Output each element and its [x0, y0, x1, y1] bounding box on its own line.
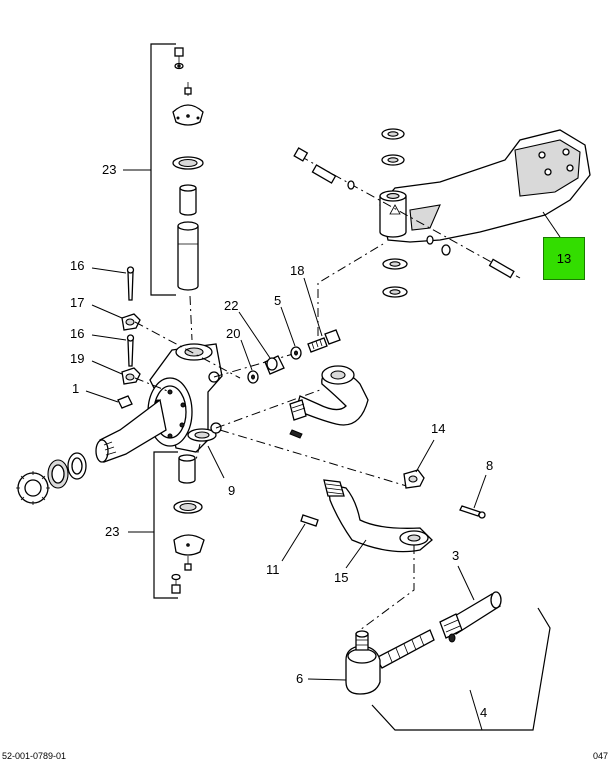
beam-lower-washers [382, 258, 408, 298]
callout-8[interactable]: 8 [486, 458, 493, 473]
tie-rod-end-6 [345, 629, 435, 695]
tie-rod-clamp [439, 613, 463, 643]
leader-5 [280, 306, 296, 347]
upper-grease-cap [172, 82, 204, 126]
dash-beam-link [317, 243, 384, 336]
callout-3[interactable]: 3 [452, 548, 459, 563]
leader-22 [238, 311, 271, 359]
lower-seal [173, 500, 203, 514]
leader-17 [91, 304, 123, 319]
leader-16a [91, 267, 127, 274]
leader-1 [85, 390, 119, 403]
steering-knuckle [147, 343, 223, 453]
callout-13-highlight[interactable]: 13 [543, 237, 585, 280]
axle-beam [379, 129, 591, 243]
callout-1[interactable]: 1 [72, 381, 79, 396]
callout-18[interactable]: 18 [290, 263, 304, 278]
callout-6[interactable]: 6 [296, 671, 303, 686]
pin-1 [117, 395, 133, 409]
spindle-washer [47, 452, 87, 489]
callout-14[interactable]: 14 [431, 421, 445, 436]
callout-16-upper[interactable]: 16 [70, 258, 84, 273]
callout-15[interactable]: 15 [334, 570, 348, 585]
lower-kit-bracket [153, 451, 178, 599]
callout-11[interactable]: 11 [266, 562, 280, 577]
upper-seal [172, 156, 204, 170]
leader-6 [307, 678, 347, 681]
spindle-gear-ring [16, 471, 50, 505]
leader-16b [91, 334, 127, 341]
steering-arm-15 [323, 479, 433, 553]
leader-19 [91, 360, 123, 375]
callout-20[interactable]: 20 [226, 326, 240, 341]
key-upper [289, 429, 303, 439]
callout-19[interactable]: 19 [70, 351, 84, 366]
leader-8 [473, 474, 487, 509]
callout-17[interactable]: 17 [70, 295, 84, 310]
lower-grease-cap [173, 534, 205, 571]
castle-nut-19 [121, 367, 141, 385]
lower-bolt [171, 573, 181, 594]
dash-tierod [359, 545, 415, 631]
castle-nut-17 [121, 313, 141, 331]
callout-13: 13 [556, 251, 572, 266]
callout-5[interactable]: 5 [274, 293, 281, 308]
bolt-18 [307, 329, 341, 353]
callout-9[interactable]: 9 [228, 483, 235, 498]
page-code: 047 [592, 751, 608, 761]
leader-14 [415, 439, 435, 473]
dash-kingpin-bottom [195, 443, 201, 461]
kingpin [177, 221, 199, 291]
cotter-pin-16-lower [126, 334, 135, 367]
callout-4[interactable]: 4 [480, 705, 487, 720]
upper-kit-bracket [150, 43, 176, 296]
callout-22[interactable]: 22 [224, 298, 238, 313]
leader-18 [303, 277, 323, 337]
lower-bushing [178, 454, 196, 484]
washer-5 [290, 346, 302, 360]
dash-kingpin-top [189, 295, 193, 341]
leader-15 [345, 539, 367, 569]
beam-lock-pin [293, 147, 521, 279]
castle-nut-14 [403, 469, 425, 489]
bushing-22 [264, 355, 285, 375]
cotter-pin-16-upper [126, 266, 135, 301]
dash-19 [134, 377, 171, 393]
dash-arm-lower [219, 429, 411, 488]
callout-16-lower[interactable]: 16 [70, 326, 84, 341]
callout-23-upper[interactable]: 23 [102, 162, 116, 177]
drawing-number: 52-001-0789-01 [2, 751, 67, 761]
leader-3 [457, 565, 475, 601]
leader-20 [240, 339, 253, 371]
dash-tierod-bolt [213, 351, 301, 378]
washer-20 [247, 370, 259, 384]
leader-4-base [469, 689, 483, 731]
leader-9 [207, 445, 225, 479]
tie-rod-bracket [371, 607, 551, 731]
spindle [95, 398, 167, 463]
steering-arm-upper [289, 365, 369, 426]
key-11 [300, 514, 319, 527]
cotter-pin-8 [459, 505, 486, 519]
callout-23-lower[interactable]: 23 [105, 524, 119, 539]
upper-bushing [179, 184, 197, 216]
leader-13 [542, 211, 561, 238]
dash-17 [134, 321, 241, 379]
upper-bolt [174, 47, 184, 70]
leader-11 [281, 523, 306, 562]
beam-upper-washers [381, 128, 405, 166]
